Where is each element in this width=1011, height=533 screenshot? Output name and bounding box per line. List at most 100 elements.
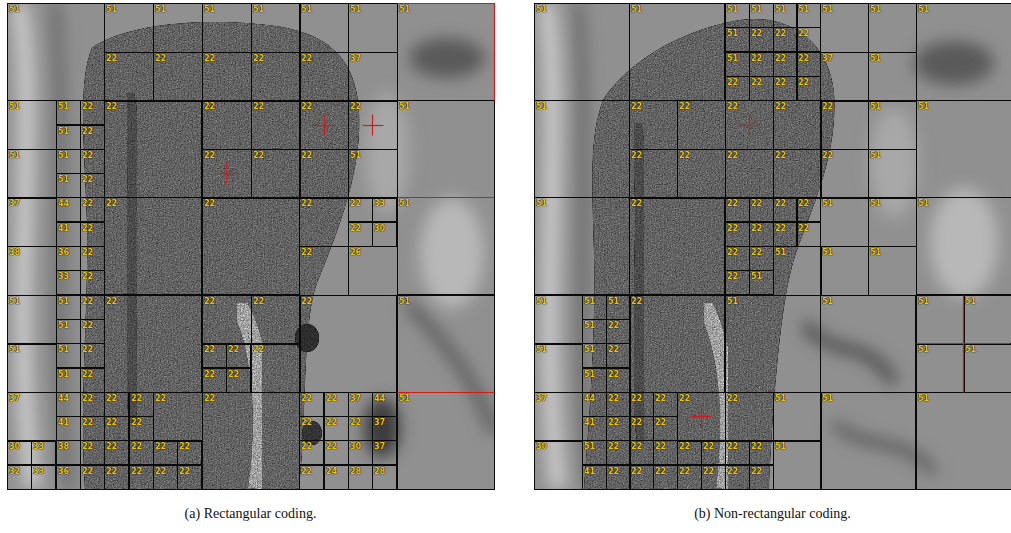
partition-block xyxy=(630,466,654,490)
qp-value: 22 xyxy=(82,418,93,427)
qp-value: 22 xyxy=(751,224,762,233)
qp-value: 22 xyxy=(775,29,786,38)
partition-block xyxy=(774,53,798,77)
qp-value: 22 xyxy=(751,29,762,38)
partition-block xyxy=(300,393,324,417)
split-line xyxy=(701,406,702,428)
partition-block xyxy=(726,247,750,271)
partition-block xyxy=(917,4,1011,101)
qp-value: 22 xyxy=(631,151,642,160)
partition-block xyxy=(57,271,81,295)
partition-block xyxy=(750,53,774,77)
qp-value: 22 xyxy=(775,199,786,208)
partition-block xyxy=(349,247,398,296)
qp-value: 22 xyxy=(798,29,809,38)
qp-value: 51 xyxy=(584,345,595,354)
partition-block xyxy=(917,344,965,393)
qp-value: 22 xyxy=(106,467,117,476)
partition-block xyxy=(57,369,81,393)
partition-block xyxy=(349,101,398,150)
partition-block xyxy=(325,393,349,417)
partition-block xyxy=(630,296,725,393)
qp-value: 22 xyxy=(179,467,190,476)
partition-block xyxy=(57,174,81,198)
partition-block xyxy=(678,150,726,199)
split-line xyxy=(398,197,495,198)
qp-value: 22 xyxy=(253,151,264,160)
qp-value: 51 xyxy=(870,248,881,257)
partition-block xyxy=(726,271,750,295)
qp-value: 22 xyxy=(301,394,312,403)
partition-block xyxy=(607,417,631,441)
qp-value: 22 xyxy=(727,199,738,208)
qp-value: 22 xyxy=(82,224,93,233)
partition-block xyxy=(81,296,105,320)
qp-value: 22 xyxy=(204,151,215,160)
partition-block xyxy=(252,101,301,150)
qp-value: 36 xyxy=(58,467,69,476)
qp-value: 22 xyxy=(204,370,215,379)
qp-value: 22 xyxy=(82,175,93,184)
qp-value: 22 xyxy=(608,321,619,330)
partition-block xyxy=(774,198,798,222)
partition-block xyxy=(821,393,916,490)
split-line xyxy=(398,3,495,4)
partition-block xyxy=(726,198,750,222)
partition-block xyxy=(32,466,56,490)
partition-block xyxy=(349,223,373,247)
qp-value: 51 xyxy=(584,297,595,306)
partition-block xyxy=(81,417,105,441)
qp-value: 44 xyxy=(584,394,595,403)
qp-value: 51 xyxy=(9,102,20,111)
figure-panel: (a) Rectangular coding. xyxy=(7,3,494,529)
qp-value: 37 xyxy=(9,199,20,208)
qp-value: 22 xyxy=(751,199,762,208)
qp-value: 41 xyxy=(58,418,69,427)
partition-block xyxy=(349,393,373,417)
qp-value: 22 xyxy=(301,151,312,160)
partition-block xyxy=(81,247,105,271)
partition-block xyxy=(917,198,1011,295)
partition-block xyxy=(630,441,654,465)
partition-block xyxy=(57,296,81,320)
partition-block xyxy=(630,393,654,417)
qp-value: 22 xyxy=(82,272,93,281)
qp-value: 22 xyxy=(350,418,361,427)
partition-block xyxy=(81,198,105,222)
qp-value: 22 xyxy=(82,394,93,403)
qp-value: 22 xyxy=(204,345,215,354)
partition-block xyxy=(630,101,678,150)
partition-block xyxy=(300,198,349,247)
partition-block xyxy=(8,441,32,465)
partition-block xyxy=(607,296,631,320)
qp-value: 51 xyxy=(399,297,410,306)
partition-block xyxy=(8,466,32,490)
partition-block xyxy=(750,441,774,465)
partition-block xyxy=(57,198,81,222)
partition-block xyxy=(252,344,301,393)
partition-block xyxy=(8,247,57,296)
qp-value: 51 xyxy=(870,151,881,160)
qp-value: 38 xyxy=(9,248,20,257)
partition-block xyxy=(300,101,349,150)
qp-value: 22 xyxy=(655,442,666,451)
qp-value: 51 xyxy=(9,345,20,354)
qp-value: 22 xyxy=(253,297,264,306)
partition-block xyxy=(81,101,105,125)
qp-value: 51 xyxy=(775,5,786,14)
panel-caption: (a) Rectangular coding. xyxy=(7,506,494,522)
partition-block xyxy=(154,441,178,465)
qp-value: 51 xyxy=(727,5,738,14)
partition-block xyxy=(583,466,607,490)
partition-block xyxy=(750,4,774,28)
qp-value: 51 xyxy=(918,345,929,354)
qp-value: 51 xyxy=(301,5,312,14)
partition-block xyxy=(630,150,678,199)
qp-value: 22 xyxy=(679,467,690,476)
qp-value: 22 xyxy=(655,394,666,403)
partition-block xyxy=(964,296,1011,345)
partition-block xyxy=(797,198,821,222)
qp-value: 51 xyxy=(775,248,786,257)
qp-value: 51 xyxy=(536,102,547,111)
